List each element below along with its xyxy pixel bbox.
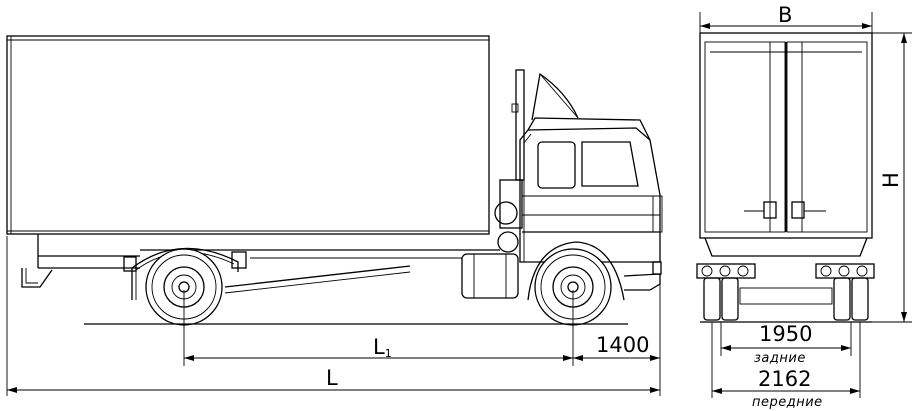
- caption-front-track: передние: [752, 395, 823, 410]
- side-view: L1 1400 L: [6, 35, 663, 396]
- door-lock-left: [763, 201, 777, 219]
- dimension-front-overhang: 1400: [596, 333, 649, 357]
- rear-lights: [696, 263, 875, 279]
- label-l: L: [326, 366, 338, 390]
- fuel-tank: [461, 253, 519, 299]
- dimension-front-track: 2162: [758, 367, 811, 391]
- rear-axle-wheels: [700, 277, 872, 323]
- label-h: H: [879, 172, 903, 188]
- caption-rear-track: задние: [754, 351, 806, 366]
- truck-cab: [494, 69, 663, 301]
- rear-view: B H 1950 задние 2162 передние: [696, 3, 912, 410]
- rear-box: [699, 32, 873, 257]
- cargo-box: [6, 35, 490, 235]
- dimension-rear-track: 1950: [759, 322, 812, 346]
- label-l1: L1: [373, 335, 392, 360]
- door-lock-right: [791, 201, 805, 219]
- label-b: B: [778, 3, 792, 27]
- chassis-frame: [21, 234, 500, 294]
